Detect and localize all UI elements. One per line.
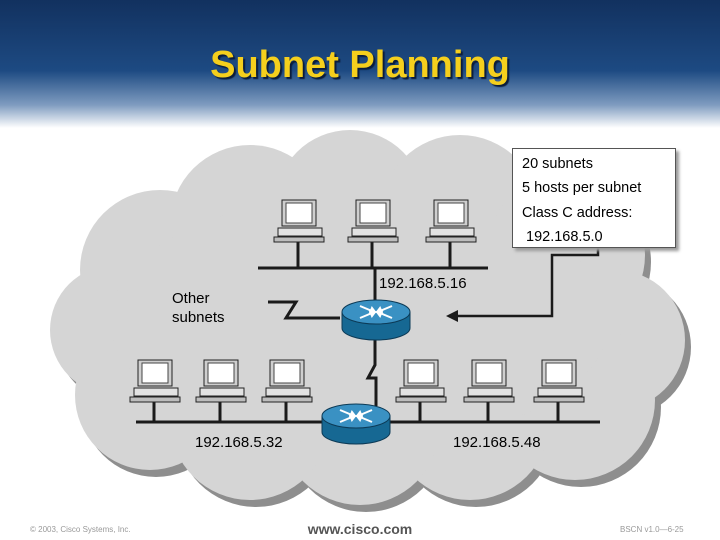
- serial-link: [268, 300, 340, 320]
- wan-link: [365, 336, 378, 406]
- router-icon: [321, 403, 391, 445]
- workstation-icon: [533, 359, 585, 403]
- workstation-icon: [425, 199, 477, 243]
- workstation-icon: [347, 199, 399, 243]
- info-line-class: Class C address:: [522, 205, 633, 221]
- info-line-hosts: 5 hosts per subnet: [522, 180, 642, 196]
- page-title: Subnet Planning: [210, 44, 510, 86]
- info-box: 20 subnets 5 hosts per subnet Class C ad…: [512, 148, 676, 248]
- subnet-label-16: 192.168.5.16: [379, 275, 467, 292]
- pointer-arrow: [446, 246, 600, 322]
- top-lan-segment: [258, 240, 488, 300]
- info-line-address: 192.168.5.0: [526, 229, 603, 245]
- course-code: BSCN v1.0—6-25: [620, 525, 684, 534]
- workstation-icon: [463, 359, 515, 403]
- workstation-icon: [261, 359, 313, 403]
- header-banner: Subnet Planning: [0, 0, 720, 128]
- subnet-label-48: 192.168.5.48: [453, 434, 541, 451]
- workstation-icon: [195, 359, 247, 403]
- footer-url: www.cisco.com: [307, 521, 413, 537]
- workstation-icon: [129, 359, 181, 403]
- subnet-label-32: 192.168.5.32: [195, 434, 283, 451]
- other-subnets-label-2: subnets: [172, 309, 225, 326]
- info-line-subnets: 20 subnets: [522, 156, 593, 172]
- workstation-icon: [395, 359, 447, 403]
- other-subnets-label-1: Other: [172, 290, 210, 307]
- copyright-text: © 2003, Cisco Systems, Inc.: [30, 525, 131, 534]
- workstation-icon: [273, 199, 325, 243]
- router-icon: [341, 299, 411, 341]
